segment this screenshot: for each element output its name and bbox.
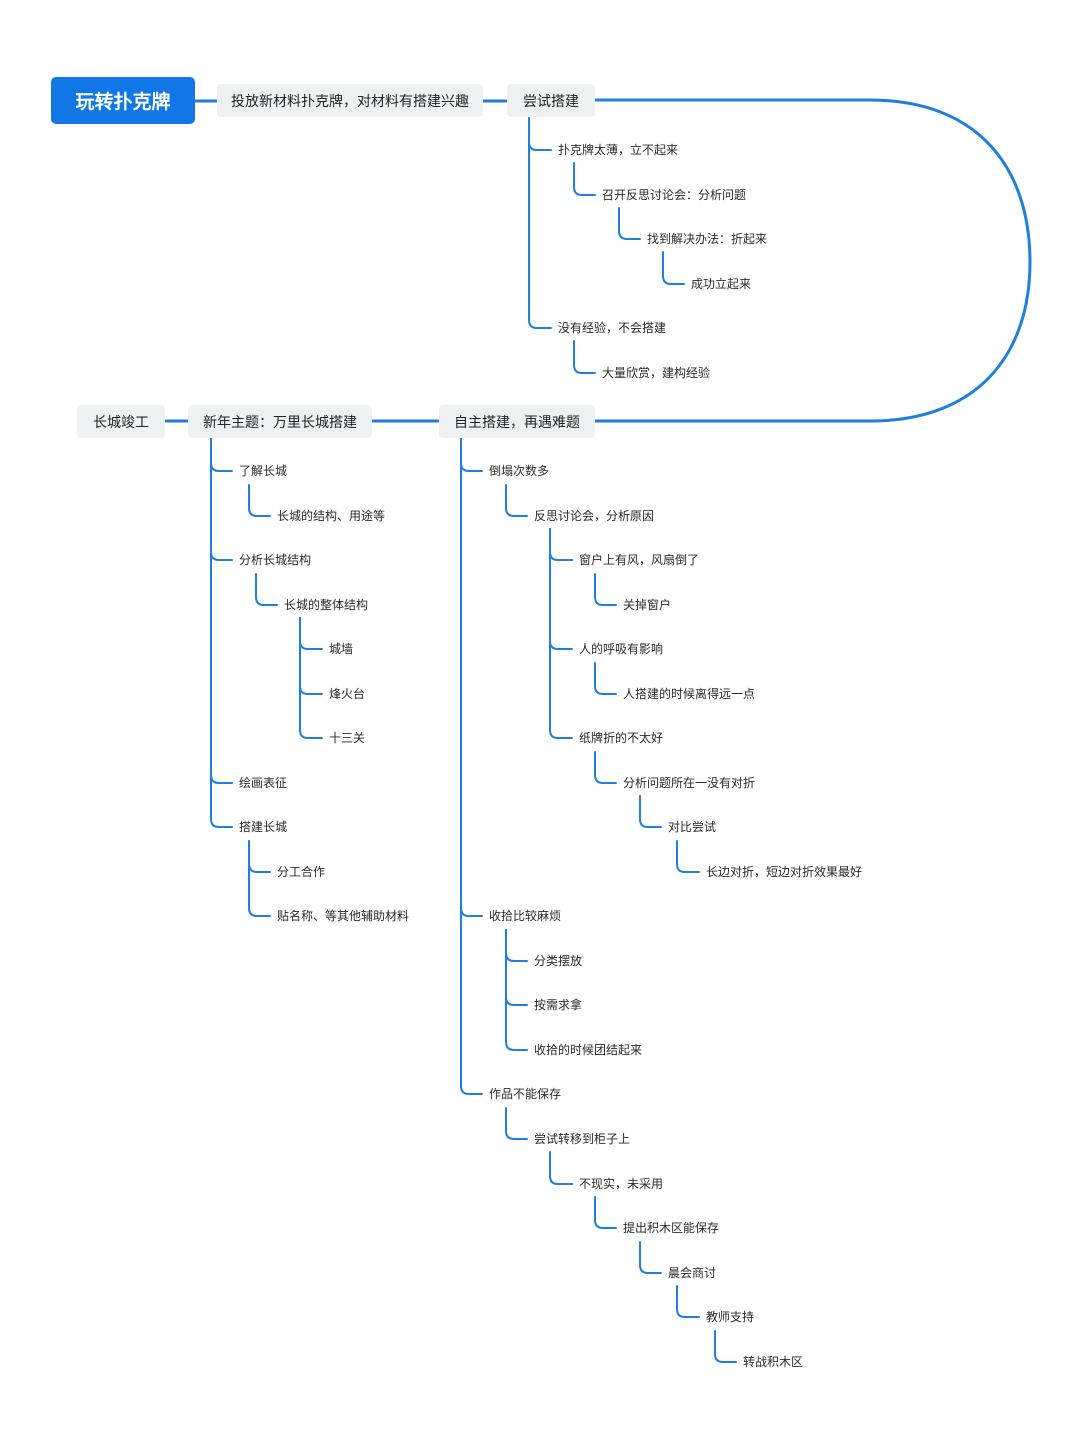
branchC-l3-0 [255, 573, 278, 606]
node-tidy-trouble[interactable]: 收拾比较麻烦 [489, 909, 562, 923]
branchC-l4-0 [299, 617, 323, 650]
node-appreciate[interactable]: 大量欣赏，建构经验 [602, 366, 711, 380]
node-collapse-often[interactable]: 倒塌次数多 [489, 464, 550, 478]
branchB-l1-0 [460, 437, 483, 472]
topic-great-wall-complete[interactable]: 长城竣工 [77, 405, 165, 438]
node-teamwork[interactable]: 分工合作 [277, 865, 326, 879]
branchB-l3-1 [549, 528, 573, 650]
branchB-l7-0 [639, 795, 662, 828]
topic-new-material[interactable]: 投放新材料扑克牌，对材料有搭建兴趣 [217, 84, 483, 117]
node-not-folded-half[interactable]: 分析问题所在一没有对折 [623, 776, 756, 790]
branchB-l2-0 [505, 484, 528, 517]
node-no-experience[interactable]: 没有经验，不会搭建 [558, 321, 667, 335]
branchA-l4-0 [662, 251, 685, 285]
branchC-l1-1 [210, 437, 233, 561]
node-stay-far[interactable]: 人搭建的时候离得远一点 [623, 687, 756, 701]
branchB-l9-1 [505, 929, 528, 1006]
node-not-adopted[interactable]: 不现实，未采用 [579, 1177, 664, 1191]
branchA-l2-0 [573, 162, 596, 196]
branchC-l1-0 [210, 437, 233, 472]
branchB-l3-2 [549, 528, 573, 739]
node-fold-result[interactable]: 长边对折，短边对折效果最好 [706, 865, 863, 879]
branchB-l1-1 [460, 437, 483, 917]
branchA-l1-0 [528, 117, 552, 151]
topic-new-year-theme[interactable]: 新年主题：万里长城搭建 [188, 405, 372, 438]
branchA-l5-0 [573, 340, 596, 374]
node-unite-tidy[interactable]: 收拾的时候团结起来 [534, 1043, 643, 1057]
node-city-wall[interactable]: 城墙 [329, 642, 354, 656]
branchB-l5-0 [594, 662, 617, 695]
node-build-wall[interactable]: 搭建长城 [239, 820, 288, 834]
branchB-l1-2 [460, 437, 483, 1095]
branchB-l9-0 [505, 929, 528, 962]
branchC-l5-0 [248, 840, 271, 873]
node-reflection-meeting[interactable]: 召开反思讨论会：分析问题 [602, 188, 747, 202]
topic-try-build[interactable]: 尝试搭建 [507, 84, 595, 117]
node-take-as-needed[interactable]: 按需求拿 [534, 998, 583, 1012]
branchB-l13-0 [639, 1241, 662, 1274]
branchB-l8-0 [676, 840, 700, 873]
node-fold-poorly[interactable]: 纸牌折的不太好 [579, 731, 664, 745]
link-loop [593, 98, 1032, 423]
node-analyze-reasons[interactable]: 反思讨论会，分析原因 [534, 509, 655, 523]
node-drawing[interactable]: 绘画表征 [239, 776, 288, 790]
node-learn-great-wall[interactable]: 了解长城 [239, 464, 288, 478]
node-move-cabinet[interactable]: 尝试转移到柜子上 [534, 1132, 631, 1146]
branchB-l3-0 [549, 528, 573, 561]
node-morning-meeting[interactable]: 晨会商讨 [668, 1266, 717, 1280]
node-sort-place[interactable]: 分类摆放 [534, 954, 583, 968]
branchB-l11-0 [549, 1151, 573, 1185]
branchB-l4-0 [594, 573, 617, 606]
branchC-l4-1 [299, 617, 323, 695]
node-stand-success[interactable]: 成功立起来 [691, 277, 752, 291]
node-beacon-tower[interactable]: 烽火台 [329, 687, 366, 701]
node-analyze-structure[interactable]: 分析长城结构 [239, 553, 312, 567]
branchB-l10-0 [505, 1107, 528, 1140]
branchB-l6-0 [594, 751, 617, 784]
node-teacher-support[interactable]: 教师支持 [706, 1310, 755, 1324]
branchB-l9-2 [505, 929, 528, 1051]
branchC-l2-0 [248, 484, 271, 517]
node-cannot-save[interactable]: 作品不能保存 [489, 1087, 562, 1101]
branchC-l5-1 [248, 840, 271, 917]
branchC-l1-3 [210, 437, 233, 828]
branchA-l3-0 [618, 207, 641, 240]
topic-self-build[interactable]: 自主搭建，再遇难题 [439, 405, 595, 438]
node-window-wind[interactable]: 窗户上有风，风扇倒了 [579, 553, 700, 567]
node-move-to-block-area[interactable]: 转战积木区 [743, 1355, 804, 1369]
node-overall-structure[interactable]: 长城的整体结构 [284, 598, 369, 612]
branchC-l1-2 [210, 437, 233, 784]
node-wall-structure-use[interactable]: 长城的结构、用途等 [277, 509, 386, 523]
node-cards-too-thin[interactable]: 扑克牌太薄，立不起来 [558, 143, 679, 157]
node-compare-try[interactable]: 对比尝试 [668, 820, 717, 834]
branchB-l15-0 [714, 1330, 737, 1363]
branchA-l1-1 [528, 117, 552, 329]
node-find-solution[interactable]: 找到解决办法：折起来 [647, 232, 768, 246]
node-labels-materials[interactable]: 贴名称、等其他辅助材料 [277, 909, 410, 923]
node-close-window[interactable]: 关掉窗户 [623, 598, 672, 612]
branchC-l4-2 [299, 617, 323, 739]
node-block-area-save[interactable]: 提出积木区能保存 [623, 1221, 720, 1235]
branchB-l14-0 [676, 1285, 700, 1318]
root-topic[interactable]: 玩转扑克牌 [51, 77, 195, 124]
node-thirteen-passes[interactable]: 十三关 [329, 731, 366, 745]
node-breathing[interactable]: 人的呼吸有影响 [579, 642, 664, 656]
branchB-l12-0 [594, 1196, 617, 1229]
